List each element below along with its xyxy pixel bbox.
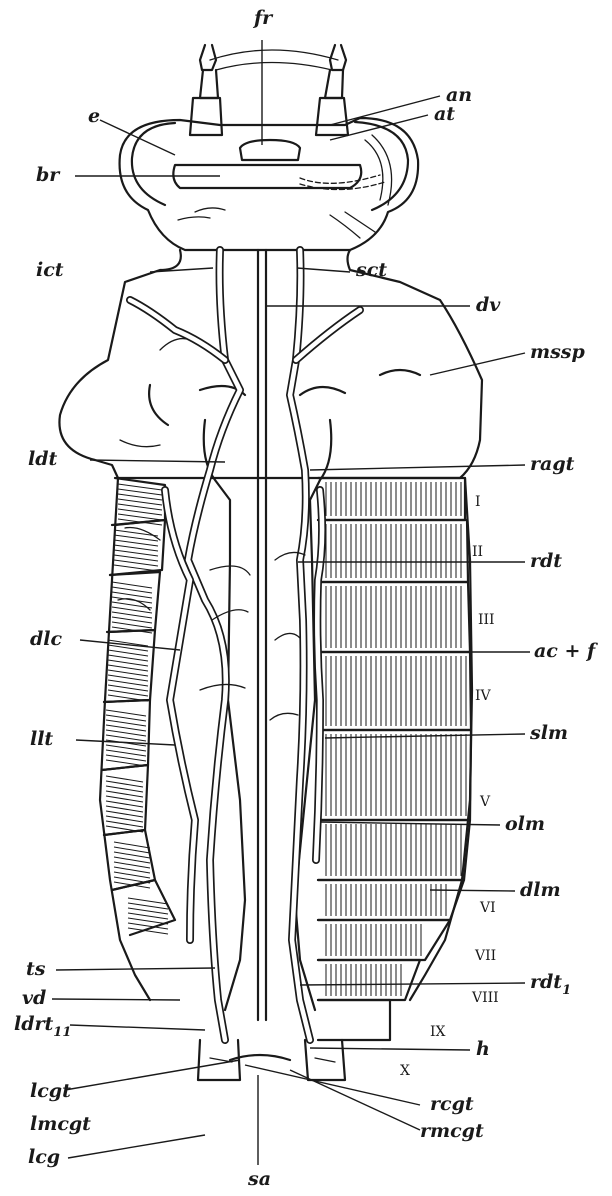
label-at: at bbox=[434, 103, 455, 125]
segment-label: VIII bbox=[471, 990, 499, 1006]
label-llt: llt bbox=[30, 728, 53, 750]
label-dv: dv bbox=[476, 294, 501, 316]
leader-lines bbox=[52, 40, 530, 1165]
segment-label: IX bbox=[430, 1024, 446, 1040]
segment-label: I bbox=[475, 494, 481, 510]
label-ragt: ragt bbox=[530, 453, 575, 475]
label-mssp: mssp bbox=[530, 341, 585, 363]
label-rcgt: rcgt bbox=[430, 1093, 474, 1115]
label-ldt: ldt bbox=[28, 448, 58, 470]
label-lmcgt: lmcgt bbox=[30, 1113, 91, 1135]
label-fr: fr bbox=[252, 7, 274, 29]
label-h: h bbox=[476, 1038, 490, 1060]
segment-label: X bbox=[400, 1063, 410, 1079]
label-lcg: lcg bbox=[28, 1146, 60, 1168]
label-lcgt: lcgt bbox=[30, 1080, 71, 1102]
label-slm: slm bbox=[529, 722, 568, 744]
label-dlm: dlm bbox=[520, 879, 561, 901]
segment-label: III bbox=[478, 612, 495, 628]
label-ldrt: ldrt11 bbox=[14, 1013, 71, 1040]
label-dlc: dlc bbox=[30, 628, 63, 650]
label-ts: ts bbox=[26, 958, 46, 980]
label-vd: vd bbox=[22, 987, 46, 1009]
label-olm: olm bbox=[505, 813, 545, 835]
abdomen bbox=[100, 250, 472, 1080]
label-rmcgt: rmcgt bbox=[420, 1120, 484, 1142]
label-br: br bbox=[36, 164, 61, 186]
label-sa: sa bbox=[247, 1168, 271, 1190]
segment-label: V bbox=[479, 794, 491, 810]
label-ac-f: ac + f bbox=[534, 640, 598, 662]
label-ict: ict bbox=[36, 259, 64, 281]
thorax bbox=[59, 250, 482, 478]
segment-label: VI bbox=[479, 900, 496, 916]
segment-label: VII bbox=[474, 948, 496, 964]
label-rdt: rdt bbox=[530, 550, 562, 572]
segment-label: IV bbox=[475, 688, 492, 704]
left-muscle-hatching bbox=[106, 484, 168, 934]
segment-label: II bbox=[472, 544, 483, 560]
label-rdt1: rdt1 bbox=[530, 971, 571, 998]
label-sct: sct bbox=[355, 259, 387, 281]
label-e: e bbox=[88, 105, 100, 127]
head bbox=[120, 45, 419, 250]
